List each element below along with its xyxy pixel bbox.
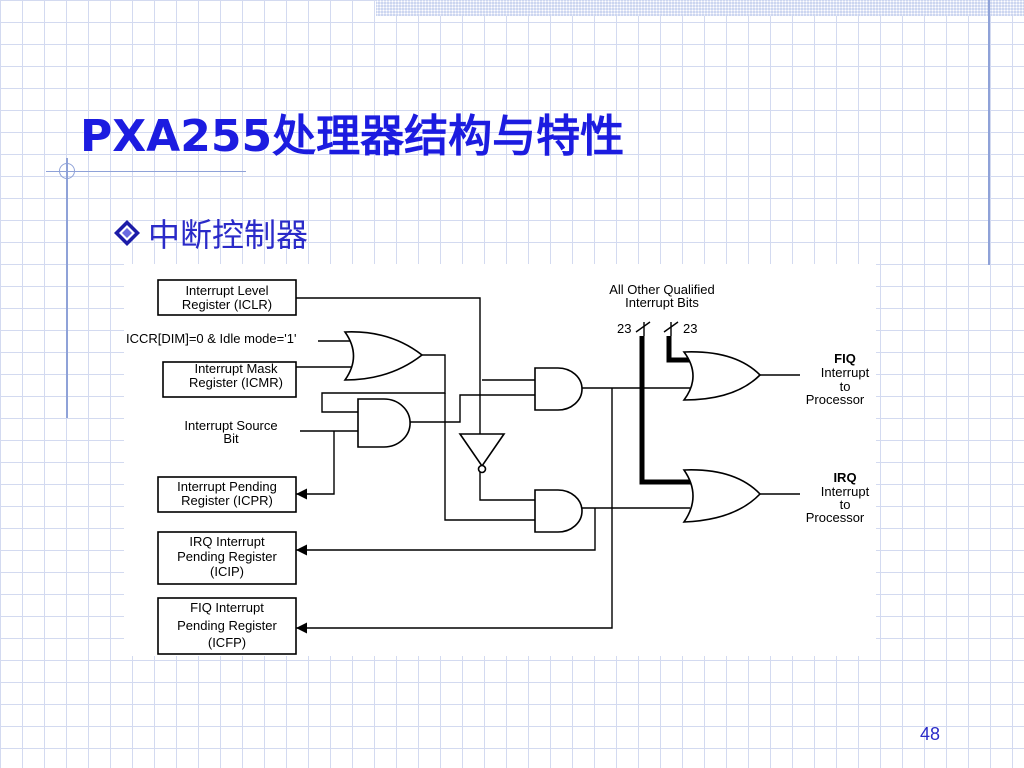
page-number: 48 [919,724,940,744]
icpr-label-line2: Register (ICPR) [181,493,273,508]
level-inverter [458,433,506,468]
bullet-item: 中断控制器 [112,210,308,256]
interrupt-controller-diagram: Interrupt Level Register (ICLR) Interrup… [124,264,876,656]
irq-output-name: IRQ [833,470,856,485]
icip-label-line2: Pending Register [177,549,277,564]
right-vertical-rule [988,0,990,265]
icmr-register-box [162,361,297,398]
irq-output-desc-line2: to [840,497,851,512]
fiq-output-desc-line1: Interrupt [821,365,870,380]
fiq-output-name: FIQ [834,351,856,366]
source-and-gate [357,398,411,448]
header-decoration-band [376,0,1024,16]
icfp-label-line2: Pending Register [177,618,277,633]
bus-width-left-label: 23 [617,321,631,336]
source-label-line2: Bit [223,431,239,446]
inverter-bubble [477,464,487,474]
icpr-label-line1: Interrupt Pending [177,479,277,494]
iclr-label-line1: Interrupt Level [185,283,268,298]
rule-ring-ornament [59,163,75,179]
other-bits-label-line1: All Other Qualified [609,282,715,297]
icmr-label-line2: Register (ICMR) [189,375,283,390]
icip-label-line3: (ICIP) [210,564,244,579]
fiq-or-gate [682,351,762,401]
slide-title: PXA255处理器结构与特性 [80,111,625,162]
left-vertical-rule [66,158,68,418]
bullet-text: 中断控制器 [148,216,309,254]
logic-schematic: Interrupt Level Register (ICLR) Interrup… [126,279,870,655]
fiq-bus-line [666,336,695,363]
irq-output-desc-line3: Processor [806,510,865,525]
iclr-label-line2: Register (ICLR) [182,297,272,312]
icpr-register-box [157,476,297,513]
icfp-label-line3: (ICFP) [208,635,246,650]
other-bits-label-line2: Interrupt Bits [625,295,699,310]
icip-register-box [157,531,297,585]
icfp-register-box [157,597,297,655]
source-label-line1: Interrupt Source [184,418,277,433]
bus-width-right-label: 23 [683,321,697,336]
icip-label-line1: IRQ Interrupt [189,534,265,549]
idle-or-gate [343,331,424,381]
icfp-label-line1: FIQ Interrupt [190,600,264,615]
irq-bus-line [639,336,698,485]
fiq-output-desc-line3: Processor [806,392,865,407]
fiq-and-gate [534,367,583,411]
signal-wires [296,297,800,634]
irq-and-gate [534,489,583,533]
fiq-output-desc-line2: to [840,379,851,394]
irq-output-desc-line1: Interrupt [821,484,870,499]
icmr-label-line1: Interrupt Mask [194,361,278,376]
title-horizontal-rule [46,171,246,172]
diamond-bullet-icon [114,220,140,246]
iccr-condition-label: ICCR[DIM]=0 & Idle mode='1' [126,331,296,346]
irq-or-gate [682,469,762,523]
